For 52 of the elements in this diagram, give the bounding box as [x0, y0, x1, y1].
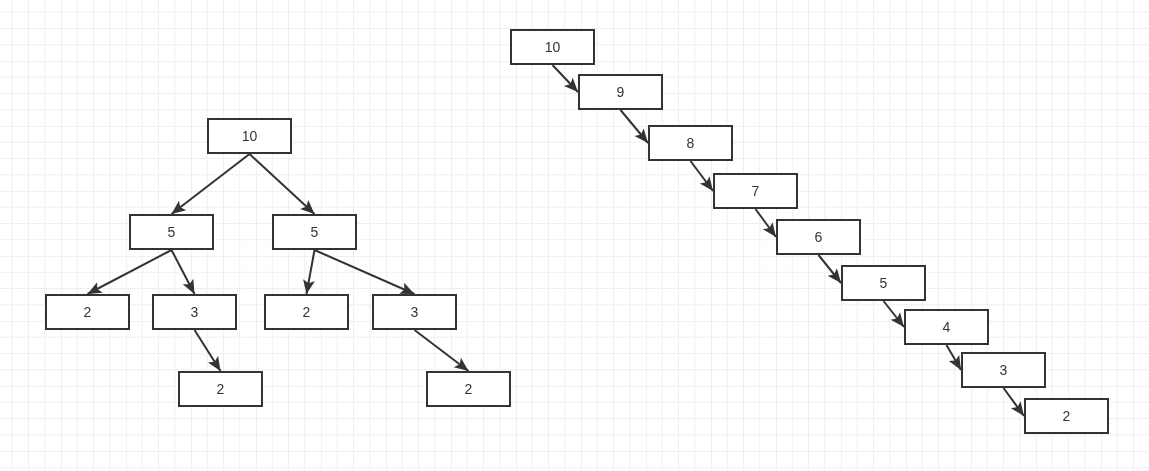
node-box [510, 29, 595, 65]
node-value: 2 [464, 381, 473, 397]
arrow [551, 64, 579, 93]
arrow [817, 254, 842, 284]
node-value: 3 [410, 304, 419, 320]
node-box [904, 309, 989, 345]
arrow [945, 344, 962, 371]
node-box [272, 214, 357, 250]
arrow [882, 300, 905, 328]
node-box [713, 173, 798, 209]
arrow [754, 208, 777, 238]
arrow [86, 249, 173, 295]
node-value: 9 [616, 84, 625, 100]
node-box [264, 294, 349, 330]
arrow [1002, 387, 1025, 417]
arrow [619, 109, 649, 144]
node-value: 5 [879, 275, 888, 291]
arrow [689, 160, 714, 192]
arrow [313, 249, 416, 295]
node-box [372, 294, 457, 330]
node-value: 3 [190, 304, 199, 320]
node-box [129, 214, 214, 250]
node-box [578, 74, 663, 110]
node-box [207, 118, 292, 154]
node-value: 2 [302, 304, 311, 320]
node-box [426, 371, 511, 407]
node-value: 7 [751, 183, 760, 199]
arrow [303, 249, 316, 295]
node-value: 10 [544, 39, 561, 55]
node-box [961, 352, 1046, 388]
node-box [776, 219, 861, 255]
arrow [248, 153, 316, 215]
node-value: 6 [814, 229, 823, 245]
node-box [841, 265, 926, 301]
node-value: 5 [167, 224, 176, 240]
node-value: 8 [686, 135, 695, 151]
arrow [413, 329, 470, 372]
arrow [193, 329, 222, 372]
node-box [648, 125, 733, 161]
node-value: 2 [83, 304, 92, 320]
arrow [170, 153, 251, 215]
node-box [152, 294, 237, 330]
arrow [170, 249, 196, 295]
node-value: 4 [942, 319, 951, 335]
node-box [178, 371, 263, 407]
node-value: 3 [999, 362, 1008, 378]
node-value: 2 [216, 381, 225, 397]
node-box [1024, 398, 1109, 434]
node-value: 2 [1062, 408, 1071, 424]
node-value: 10 [241, 128, 258, 144]
node-value: 5 [310, 224, 319, 240]
node-box [45, 294, 130, 330]
